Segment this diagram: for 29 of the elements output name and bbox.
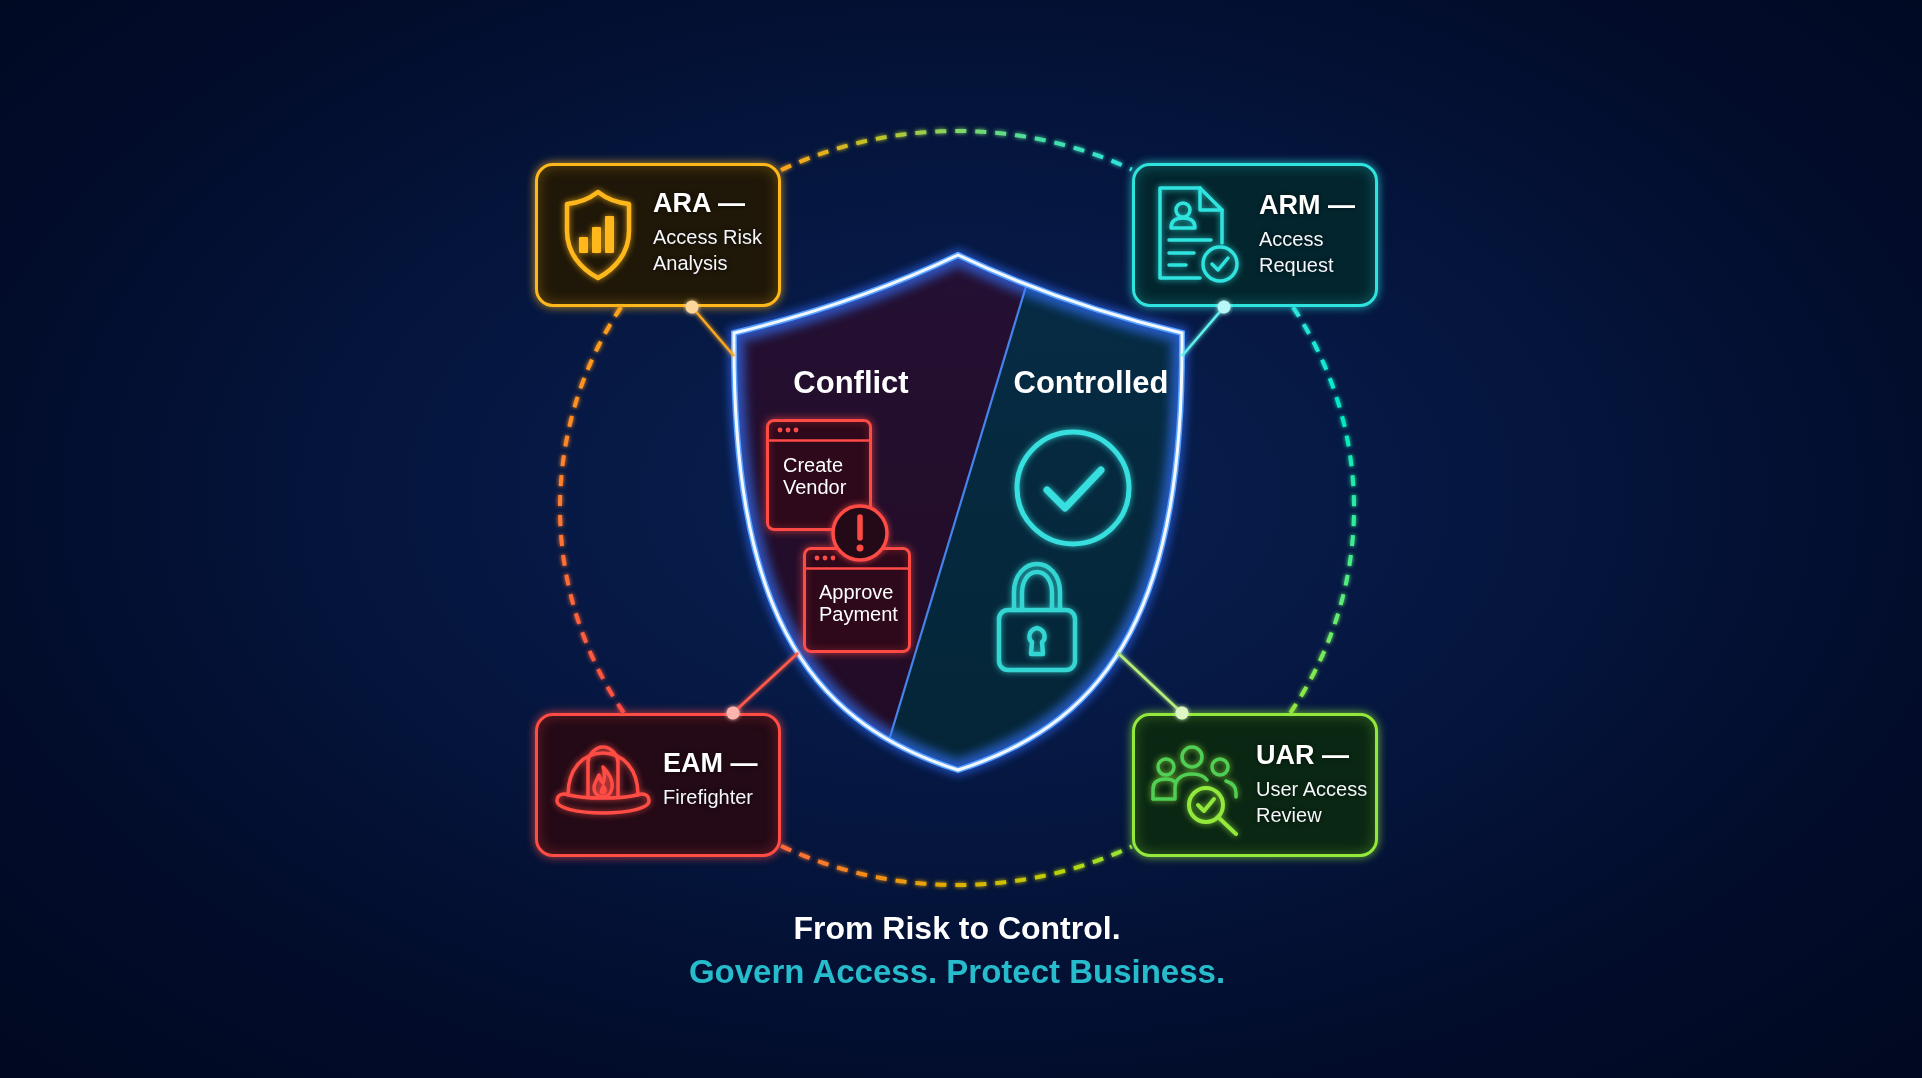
dashed-arc: [779, 844, 1134, 887]
app-window: [803, 547, 911, 653]
card-description: Access Risk Analysis: [653, 225, 763, 276]
connector-line: [1117, 652, 1189, 720]
subtagline: Govern Access. Protect Business.: [688, 953, 1226, 991]
window-label: Create Vendor: [783, 454, 848, 498]
card-title: ARM —: [1259, 190, 1356, 220]
connector-line: [685, 300, 735, 357]
card-description: Firefighter: [663, 785, 755, 810]
shield-heading: Controlled: [1012, 365, 1170, 401]
feature-card: [535, 163, 781, 307]
shield: [726, 247, 1190, 778]
card-title: UAR —: [1256, 740, 1350, 770]
window-label: Approve Payment: [819, 581, 899, 625]
connector-line: [726, 652, 799, 720]
shield-heading: Conflict: [792, 365, 910, 401]
dashed-arc: [1288, 305, 1356, 715]
card-title: EAM —: [663, 748, 759, 778]
connector-line: [1181, 300, 1231, 357]
feature-card: [1132, 713, 1378, 857]
feature-card: [535, 713, 781, 857]
dashed-arc: [779, 129, 1134, 172]
card-description: User Access Review: [1256, 777, 1369, 828]
dashed-arc: [558, 305, 626, 715]
feature-card: [1132, 163, 1378, 307]
app-window: [766, 419, 872, 531]
card-description: Access Request: [1259, 227, 1335, 278]
tagline: From Risk to Control.: [793, 910, 1121, 947]
card-title: ARA —: [653, 188, 746, 218]
